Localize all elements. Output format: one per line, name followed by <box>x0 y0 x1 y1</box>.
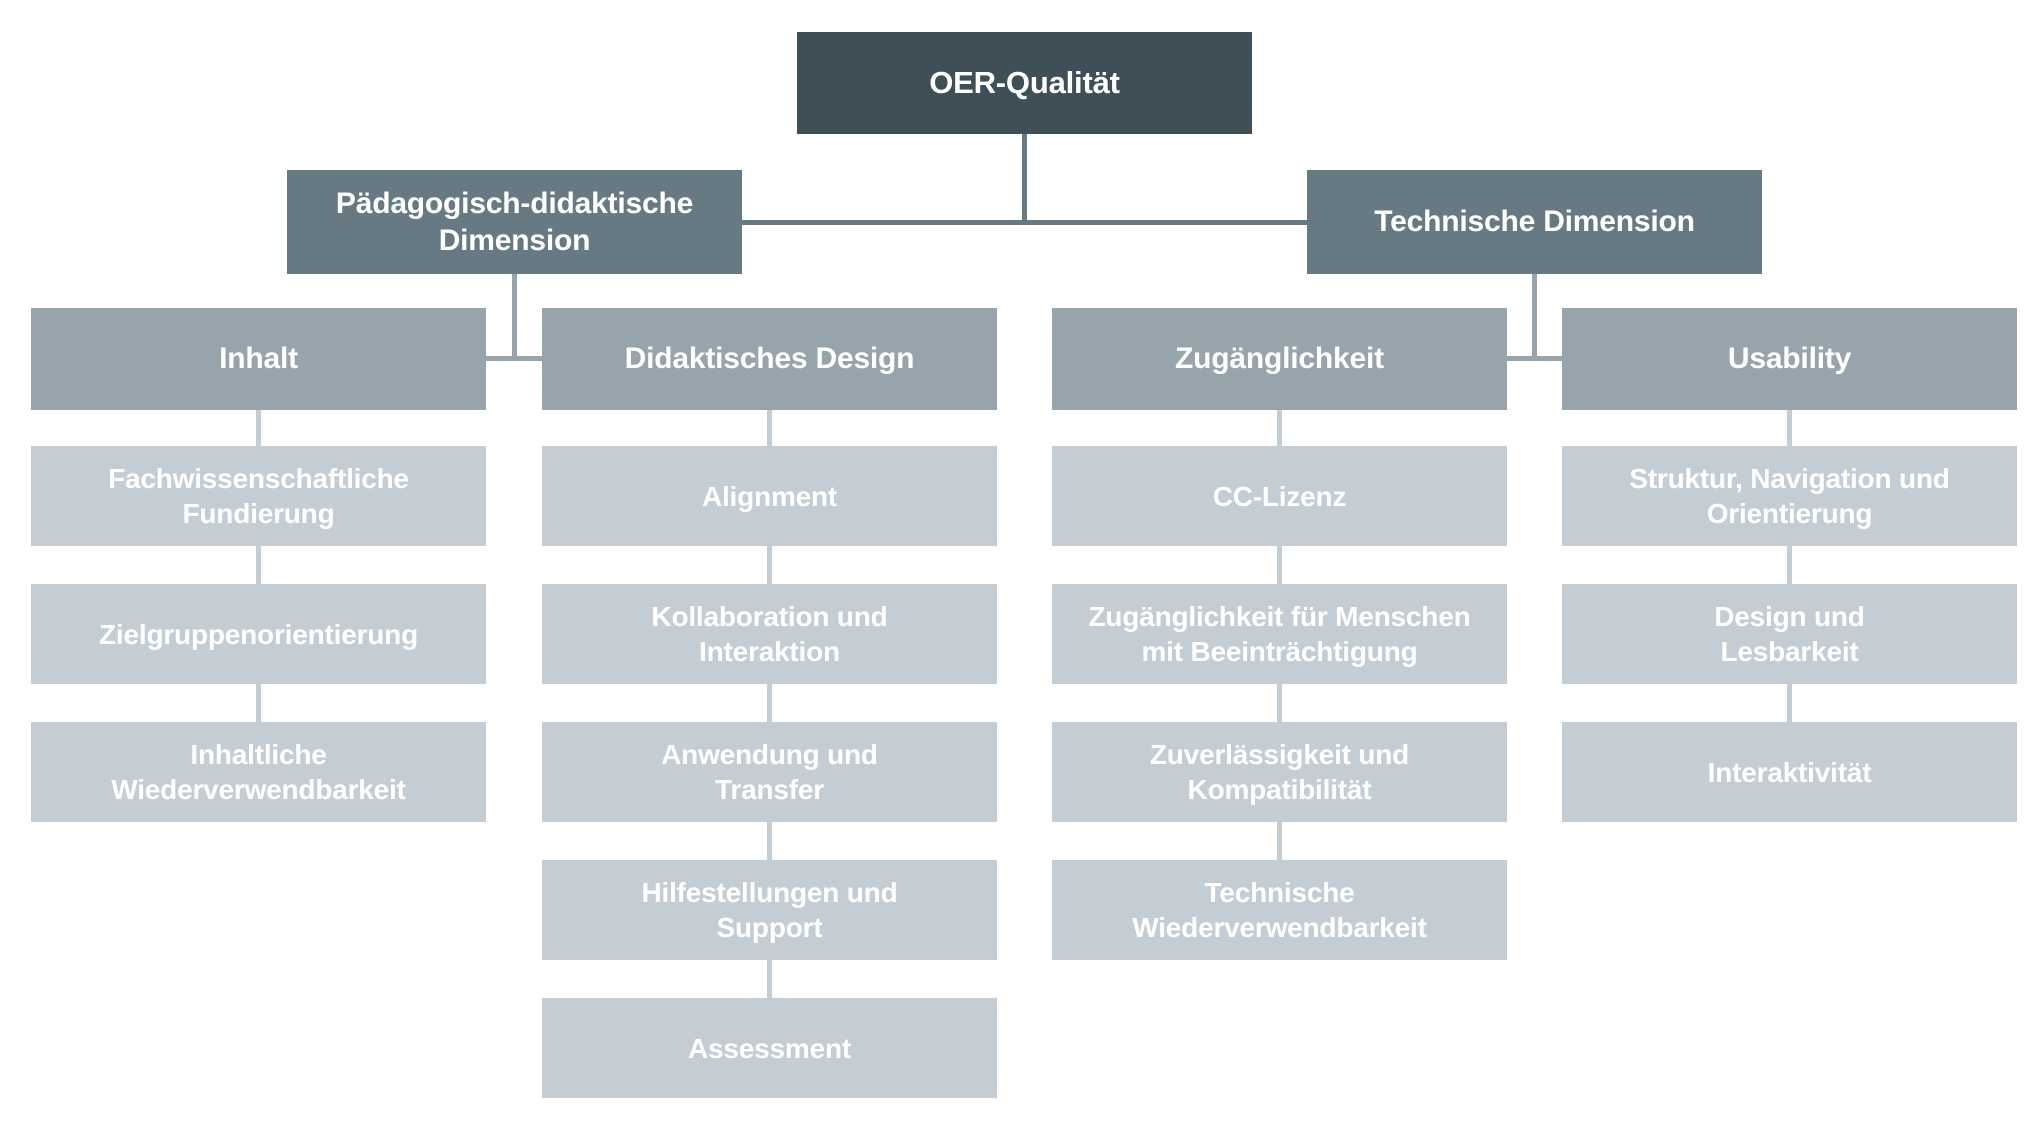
connector-col3-stub-3 <box>1277 684 1282 722</box>
node-oer-qualitaet: OER-Qualität <box>797 32 1252 134</box>
node-technische-wiederverwendbarkeit: Technische Wiederverwendbarkeit <box>1052 860 1507 960</box>
node-fachwissenschaftliche-fundierung: Fachwissenschaftliche Fundierung <box>31 446 486 546</box>
node-cc-lizenz: CC-Lizenz <box>1052 446 1507 546</box>
node-zuverlaessigkeit-und-kompatibilitaet: Zuverlässigkeit und Kompatibilität <box>1052 722 1507 822</box>
connector-col3-stub-1 <box>1277 410 1282 446</box>
connector-col2-stub-4 <box>767 822 772 860</box>
node-hilfestellungen-und-support: Hilfestellungen und Support <box>542 860 997 960</box>
connector-col1-stub-3 <box>256 684 261 722</box>
node-assessment: Assessment <box>542 998 997 1098</box>
node-paedagogisch-didaktische-dimension: Pädagogisch-didaktische Dimension <box>287 170 742 274</box>
node-design-und-lesbarkeit: Design und Lesbarkeit <box>1562 584 2017 684</box>
connector-col2-stub-1 <box>767 410 772 446</box>
connector-technische-vertical <box>1532 274 1537 361</box>
node-interaktivitaet: Interaktivität <box>1562 722 2017 822</box>
node-struktur-navigation-und-orientierung: Struktur, Navigation und Orientierung <box>1562 446 2017 546</box>
connector-root-vertical <box>1022 134 1027 225</box>
connector-col1-stub-2 <box>256 546 261 584</box>
node-didaktisches-design: Didaktisches Design <box>542 308 997 410</box>
connector-col3-stub-4 <box>1277 822 1282 860</box>
node-usability: Usability <box>1562 308 2017 410</box>
node-inhaltliche-wiederverwendbarkeit: Inhaltliche Wiederverwendbarkeit <box>31 722 486 822</box>
node-zugaenglichkeit: Zugänglichkeit <box>1052 308 1507 410</box>
node-alignment: Alignment <box>542 446 997 546</box>
connector-col2-stub-5 <box>767 960 772 998</box>
node-zugaenglichkeit-fuer-menschen-mit-beeintraechtigung: Zugänglichkeit für Menschen mit Beeinträ… <box>1052 584 1507 684</box>
node-kollaboration-und-interaktion: Kollaboration und Interaktion <box>542 584 997 684</box>
connector-col2-stub-2 <box>767 546 772 584</box>
connector-col2-stub-3 <box>767 684 772 722</box>
connector-root-horizontal <box>742 220 1307 225</box>
connector-paedagogisch-horizontal <box>486 356 542 361</box>
connector-col4-stub-2 <box>1787 546 1792 584</box>
connector-col4-stub-3 <box>1787 684 1792 722</box>
connector-col1-stub-1 <box>256 410 261 446</box>
connector-col4-stub-1 <box>1787 410 1792 446</box>
connector-col3-stub-2 <box>1277 546 1282 584</box>
connector-paedagogisch-vertical <box>512 274 517 361</box>
node-inhalt: Inhalt <box>31 308 486 410</box>
node-zielgruppenorientierung: Zielgruppenorientierung <box>31 584 486 684</box>
connector-technische-horizontal <box>1507 356 1562 361</box>
node-technische-dimension: Technische Dimension <box>1307 170 1762 274</box>
node-anwendung-und-transfer: Anwendung und Transfer <box>542 722 997 822</box>
